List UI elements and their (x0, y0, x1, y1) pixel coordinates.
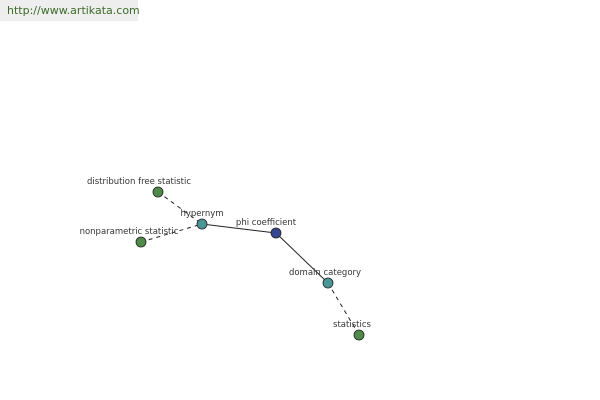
node-label[interactable]: hypernym (180, 209, 223, 219)
source-url-link[interactable]: http://www.artikata.com (0, 0, 140, 21)
graph-edges (140, 191, 360, 336)
node-circle[interactable] (152, 186, 164, 198)
edge-dfs-hyp (157, 191, 203, 225)
graph-node-stats[interactable]: statistics (333, 320, 372, 341)
node-circle[interactable] (196, 218, 208, 230)
graph-node-dfs[interactable]: distribution free statistic (87, 177, 191, 198)
edge-dom-stats (327, 282, 360, 336)
graph-node-nps[interactable]: nonparametric statistic (80, 227, 179, 248)
edge-nps-hyp (140, 223, 203, 243)
graph-node-dom[interactable]: domain category (289, 268, 361, 289)
graph-nodes: distribution free statistic nonparametric… (80, 177, 372, 341)
graph-node-phi[interactable]: phi coefficient (236, 218, 297, 239)
node-label[interactable]: phi coefficient (236, 218, 297, 228)
edge-hyp-phi (201, 223, 277, 234)
node-label[interactable]: statistics (333, 320, 371, 330)
node-circle[interactable] (353, 329, 365, 341)
node-circle[interactable] (270, 227, 282, 239)
edge-phi-dom (275, 232, 329, 284)
node-label[interactable]: domain category (289, 268, 361, 278)
node-circle[interactable] (135, 236, 147, 248)
node-circle[interactable] (322, 277, 334, 289)
graph-node-hyp[interactable]: hypernym (180, 209, 224, 230)
node-label[interactable]: distribution free statistic (87, 177, 191, 187)
node-label[interactable]: nonparametric statistic (80, 227, 179, 237)
